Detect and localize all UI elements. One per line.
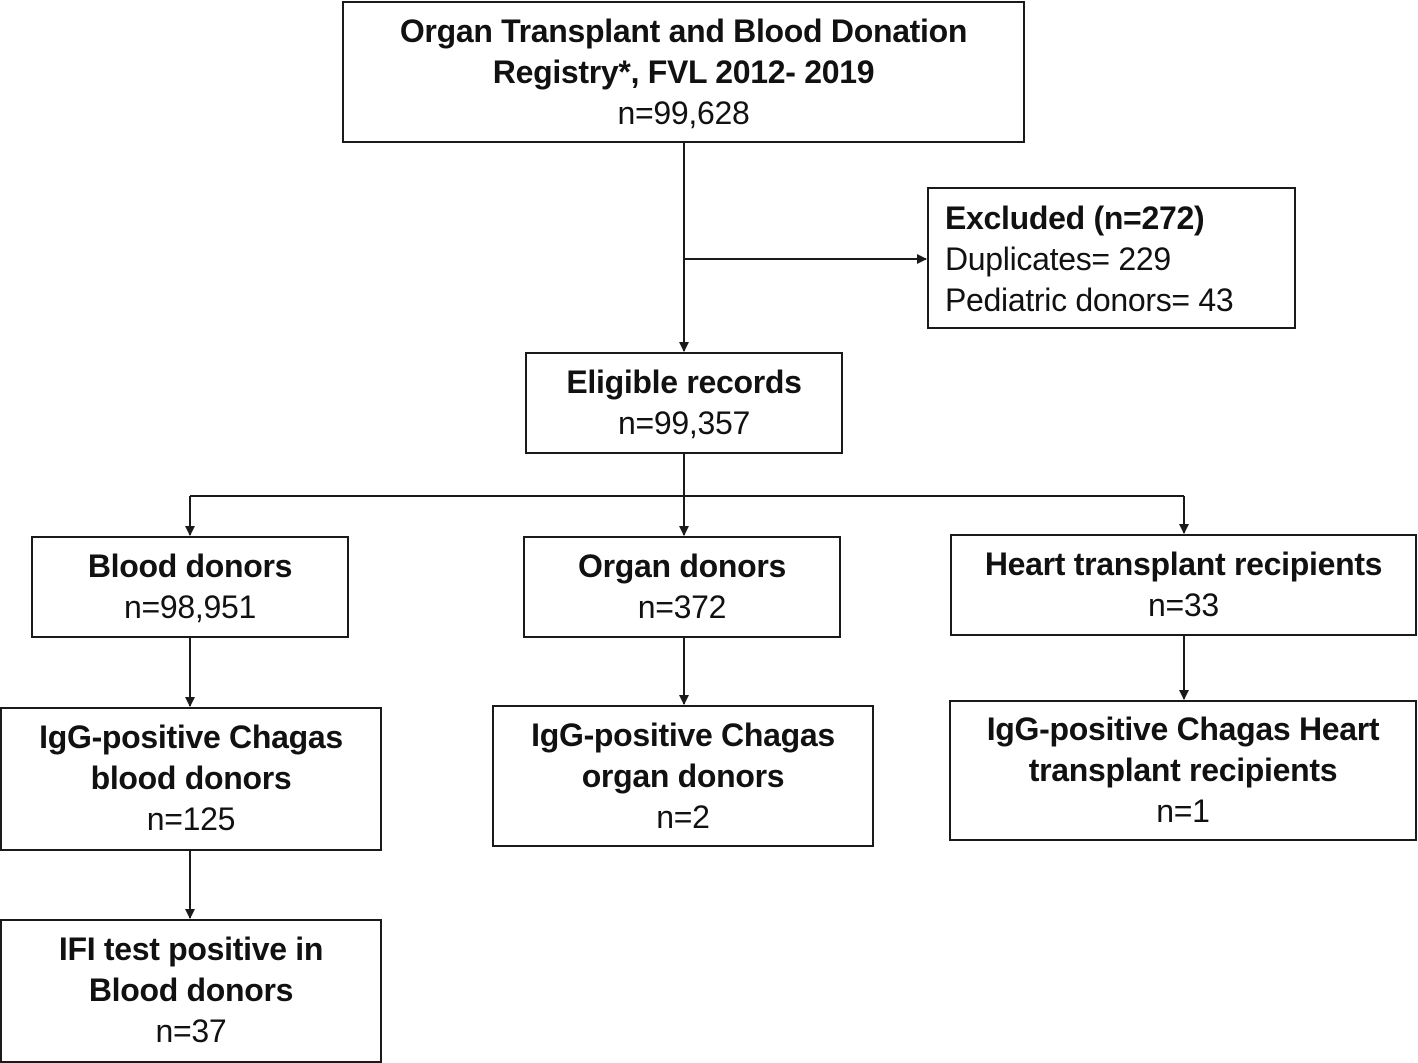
igg-organ-title-line2: organ donors	[581, 758, 785, 794]
eligible-count: n=99,357	[618, 405, 750, 441]
organ-donors-count: n=372	[637, 589, 727, 625]
igg-blood-box: IgG-positive Chagas blood donors n=125	[0, 707, 382, 851]
igg-heart-title-line1: IgG-positive Chagas Heart	[986, 711, 1380, 747]
heart-recipients-box: Heart transplant recipients n=33	[950, 534, 1417, 636]
organ-donors-box: Organ donors n=372	[523, 536, 841, 638]
eligible-title: Eligible records	[566, 364, 802, 400]
igg-heart-count: n=1	[1156, 793, 1210, 829]
igg-blood-title-line1: IgG-positive Chagas	[39, 719, 343, 755]
igg-organ-box: IgG-positive Chagas organ donors n=2	[492, 705, 874, 847]
eligible-box: Eligible records n=99,357	[525, 352, 843, 454]
ifi-title-line2: Blood donors	[88, 972, 294, 1008]
registry-title-line2: Registry*, FVL 2012- 2019	[492, 54, 875, 90]
ifi-title-line1: IFI test positive in	[58, 931, 324, 967]
excluded-title: Excluded (n=272)	[945, 200, 1205, 236]
igg-organ-title-line1: IgG-positive Chagas	[531, 717, 835, 753]
blood-donors-title: Blood donors	[87, 548, 293, 584]
registry-box: Organ Transplant and Blood Donation Regi…	[342, 1, 1025, 143]
igg-heart-box: IgG-positive Chagas Heart transplant rec…	[949, 700, 1417, 841]
heart-recipients-title: Heart transplant recipients	[984, 546, 1383, 582]
igg-blood-count: n=125	[146, 801, 236, 837]
heart-recipients-count: n=33	[1148, 587, 1219, 623]
excluded-pediatric: Pediatric donors= 43	[945, 282, 1234, 318]
igg-organ-count: n=2	[656, 799, 710, 835]
excluded-box: Excluded (n=272) Duplicates= 229 Pediatr…	[927, 187, 1296, 329]
registry-count: n=99,628	[617, 95, 750, 131]
organ-donors-title: Organ donors	[578, 548, 786, 584]
igg-blood-title-line2: blood donors	[90, 760, 292, 796]
registry-title-line1: Organ Transplant and Blood Donation	[399, 13, 968, 49]
ifi-blood-box: IFI test positive in Blood donors n=37	[0, 919, 382, 1063]
blood-donors-box: Blood donors n=98,951	[31, 536, 349, 638]
excluded-duplicates: Duplicates= 229	[945, 241, 1171, 277]
blood-donors-count: n=98,951	[124, 589, 256, 625]
igg-heart-title-line2: transplant recipients	[1028, 752, 1338, 788]
ifi-count: n=37	[155, 1013, 227, 1049]
